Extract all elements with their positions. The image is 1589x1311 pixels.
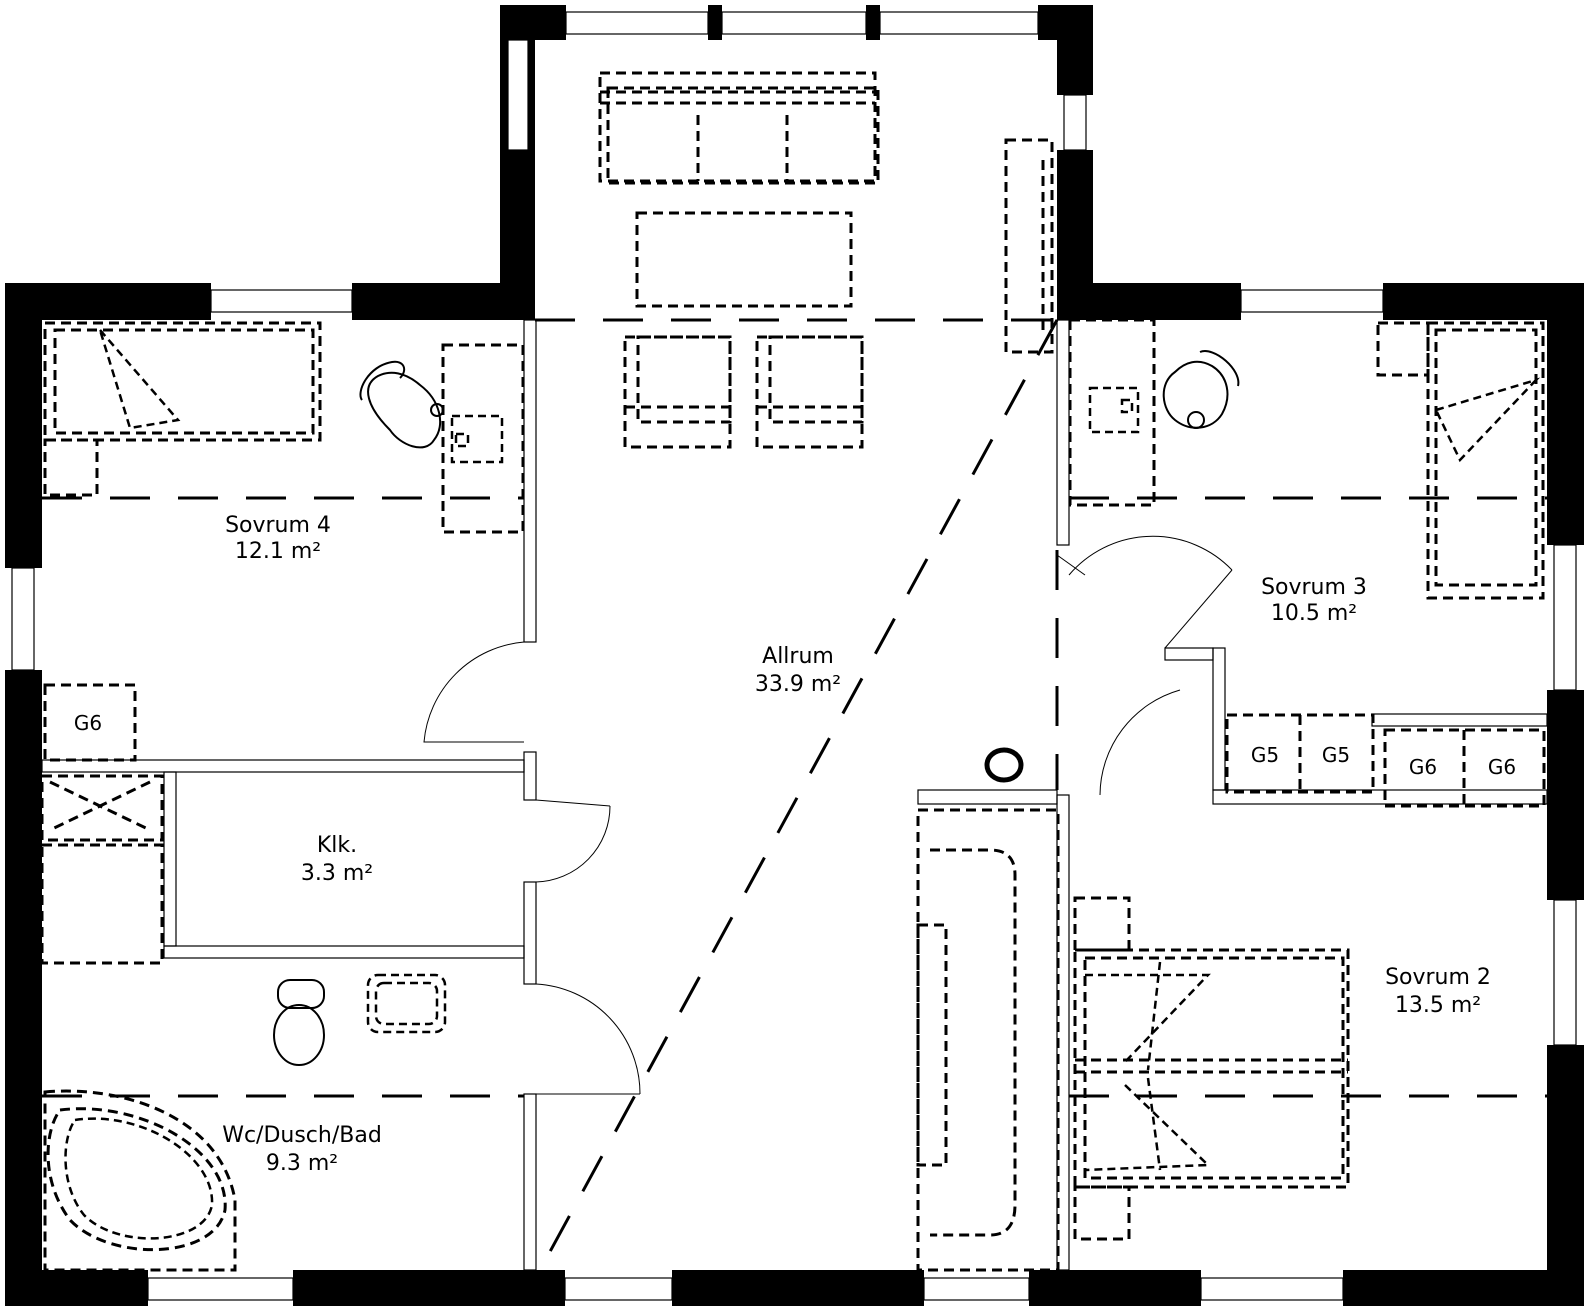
wardrobe-label: G5 [1251,743,1279,767]
exterior-walls [5,5,1584,1306]
room-name: Sovrum 2 [1385,965,1491,990]
wardrobe-label: G6 [1488,755,1516,779]
windows [11,11,1577,1301]
room-area: 3.3 m² [301,861,373,886]
furniture [40,71,1546,1272]
room-name: Sovrum 3 [1261,575,1367,600]
room-area: 10.5 m² [1271,601,1357,626]
wardrobe-label: G5 [1322,743,1350,767]
room-label-sovrum4: Sovrum 4 12.1 m² [225,513,331,564]
roof-guide-lines [42,318,1547,1271]
room-name: Sovrum 4 [225,513,331,538]
room-name: Allrum [762,644,834,669]
room-label-wc: Wc/Dusch/Bad 9.3 m² [222,1123,382,1176]
room-label-sovrum2: Sovrum 2 13.5 m² [1385,965,1491,1018]
wardrobe-label: G6 [74,711,102,735]
room-area: 33.9 m² [755,672,841,697]
room-label-sovrum3: Sovrum 3 10.5 m² [1261,575,1367,626]
interior-walls [41,319,1548,1271]
doors [423,535,1233,1095]
wardrobe-label: G6 [1409,755,1437,779]
room-name: Wc/Dusch/Bad [222,1123,382,1148]
room-label-klk: Klk. 3.3 m² [301,833,373,886]
room-name: Klk. [317,833,357,858]
room-label-allrum: Allrum 33.9 m² [755,644,841,697]
room-area: 13.5 m² [1395,993,1481,1018]
room-area: 12.1 m² [235,539,321,564]
room-area: 9.3 m² [266,1151,338,1176]
